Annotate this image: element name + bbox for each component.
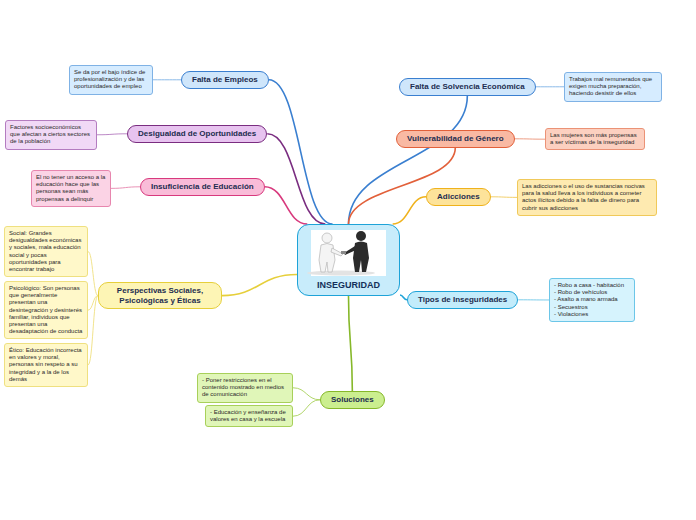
branch-connector <box>349 148 456 224</box>
note-box: - Poner restricciones en el contenido mo… <box>197 373 293 403</box>
branch-topic: Perspectivas Sociales, Psicológicas y Ét… <box>98 282 222 309</box>
central-ground <box>297 224 400 296</box>
branch-connector <box>267 134 325 224</box>
branch-connector <box>349 296 353 391</box>
topic-text: Soluciones <box>331 395 374 405</box>
branch-connector <box>153 79 181 80</box>
branch-topic: Insuficiencia de Educación <box>140 178 265 196</box>
branch-connector <box>536 86 564 87</box>
note-box: Ético: Educación incorrecta en valores y… <box>4 343 88 387</box>
topic-text: - Violaciones <box>554 311 630 318</box>
topic-text: Perspectivas Sociales, Psicológicas y Ét… <box>109 286 211 305</box>
topic-text: - Educación y enseñanza de valores en ca… <box>210 409 288 423</box>
central-topic: INSEGURIDAD <box>297 224 400 296</box>
topic-text: Vulnerabilidad de Género <box>407 134 504 144</box>
topic-text: Social: Grandes desigualdades económicas… <box>9 230 83 273</box>
branch-topic: Adicciones <box>426 188 491 206</box>
branch-connector <box>111 187 140 189</box>
note-box: Social: Grandes desigualdades económicas… <box>4 226 88 277</box>
branch-topic: Vulnerabilidad de Género <box>396 130 515 148</box>
topic-text: Adicciones <box>437 192 480 202</box>
topic-text: Falta de Empleos <box>192 75 258 85</box>
note-box: Psicológico: Son personas que generalmen… <box>4 281 88 339</box>
branch-connector <box>222 274 297 295</box>
branch-connector <box>97 133 127 135</box>
branch-topic: Soluciones <box>320 391 385 409</box>
branch-connector <box>491 196 517 198</box>
branch-connector <box>88 296 98 365</box>
branch-connector <box>269 80 333 224</box>
topic-text: Trabajos mal remunerados que exigen much… <box>569 76 657 98</box>
note-box: Las adicciones o el uso de sustancias no… <box>517 179 657 216</box>
topic-title: INSEGURIDAD <box>298 280 399 290</box>
topic-text: Las adicciones o el uso de sustancias no… <box>522 183 652 212</box>
branch-topic: Falta de Empleos <box>181 71 269 89</box>
list-box: - Robo a casa - habitación- Robo de vehí… <box>549 278 635 322</box>
topic-text: Insuficiencia de Educación <box>151 182 254 192</box>
branch-connector <box>515 138 545 139</box>
note-box: Las mujeres son más propensas a ser víct… <box>545 128 645 150</box>
topic-text: Falta de Solvencia Económica <box>410 82 525 92</box>
branch-topic: Desigualdad de Oportunidades <box>127 125 267 143</box>
topic-text: Psicológico: Son personas que generalmen… <box>9 285 83 335</box>
topic-text: - Secuestros <box>554 304 630 311</box>
note-box: - Educación y enseñanza de valores en ca… <box>205 405 293 427</box>
branch-connector <box>293 400 320 416</box>
handshake-picture <box>307 230 386 276</box>
topic-text: Factores socioeconómicos que afectan a c… <box>10 124 92 146</box>
topic-text: Tipos de Inseguridades <box>418 295 507 305</box>
note-box: Trabajos mal remunerados que exigen much… <box>564 72 662 102</box>
topic-text: - Asalto a mano armada <box>554 296 630 303</box>
branch-connector <box>265 187 308 224</box>
topic-text: - Robo de vehículos <box>554 289 630 296</box>
topic-text: - Robo a casa - habitación <box>554 282 630 289</box>
topic-text: - Poner restricciones en el contenido mo… <box>202 377 288 399</box>
topic-text: Las mujeres son más propensas a ser víct… <box>550 132 640 146</box>
topic-text: Se da por el bajo índice de profesionali… <box>74 69 148 91</box>
topic-text: Desigualdad de Oportunidades <box>138 129 256 139</box>
branch-topic: Falta de Solvencia Económica <box>399 78 536 96</box>
branch-topic: Tipos de Inseguridades <box>407 291 518 309</box>
note-box: Factores socioeconómicos que afectan a c… <box>5 120 97 150</box>
note-box: El no tener un acceso a la educación hac… <box>31 170 111 207</box>
topic-text: Ético: Educación incorrecta en valores y… <box>9 347 83 383</box>
topic-text: El no tener un acceso a la educación hac… <box>36 174 106 203</box>
branch-connector <box>400 295 407 300</box>
branch-connector <box>293 388 320 400</box>
note-box: Se da por el bajo índice de profesionali… <box>69 65 153 95</box>
branch-connector <box>88 252 98 296</box>
branch-connector <box>393 197 426 224</box>
branch-connector <box>518 299 549 300</box>
